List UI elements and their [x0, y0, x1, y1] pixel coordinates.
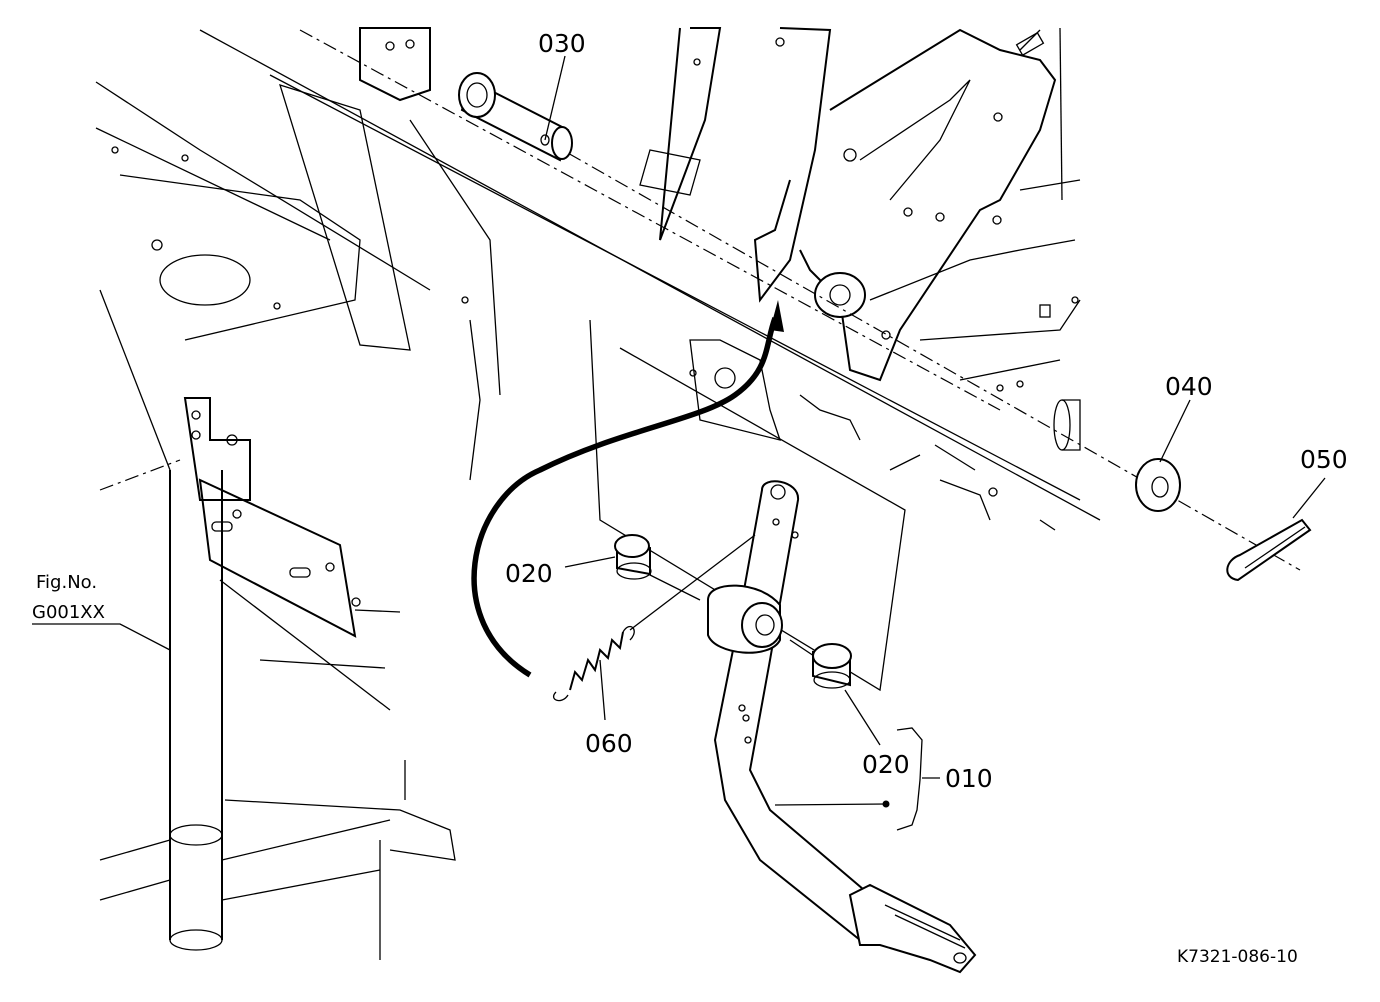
label-060: 060 — [585, 729, 633, 758]
bushing-lower — [812, 643, 852, 689]
shaft-axis-line — [544, 139, 1301, 571]
label-040: 040 — [1165, 372, 1213, 401]
leader-lines — [32, 55, 1326, 831]
label-030: 030 — [538, 29, 586, 58]
cotter-pin — [1226, 518, 1312, 582]
washer — [1135, 458, 1181, 512]
spring-route-arrow — [471, 317, 778, 678]
label-050: 050 — [1300, 445, 1348, 474]
label-010: 010 — [945, 764, 993, 793]
pedal-bracket — [359, 27, 1081, 531]
bushing-upper — [614, 534, 652, 580]
pedal-leader-dot — [882, 800, 890, 808]
brake-pedal — [707, 480, 977, 974]
label-020-lower: 020 — [862, 750, 910, 779]
pivot-pin — [458, 72, 573, 162]
return-spring — [553, 534, 756, 702]
label-020-upper: 020 — [505, 559, 553, 588]
drawing-code: K7321-086-10 — [1177, 947, 1298, 967]
fig-ref-line2: G001XX — [32, 602, 105, 623]
frame-structure — [95, 29, 1101, 960]
assembly-axis-line — [589, 319, 906, 692]
arrow-head — [770, 300, 784, 332]
fig-ref-line1: Fig.No. — [36, 572, 97, 593]
